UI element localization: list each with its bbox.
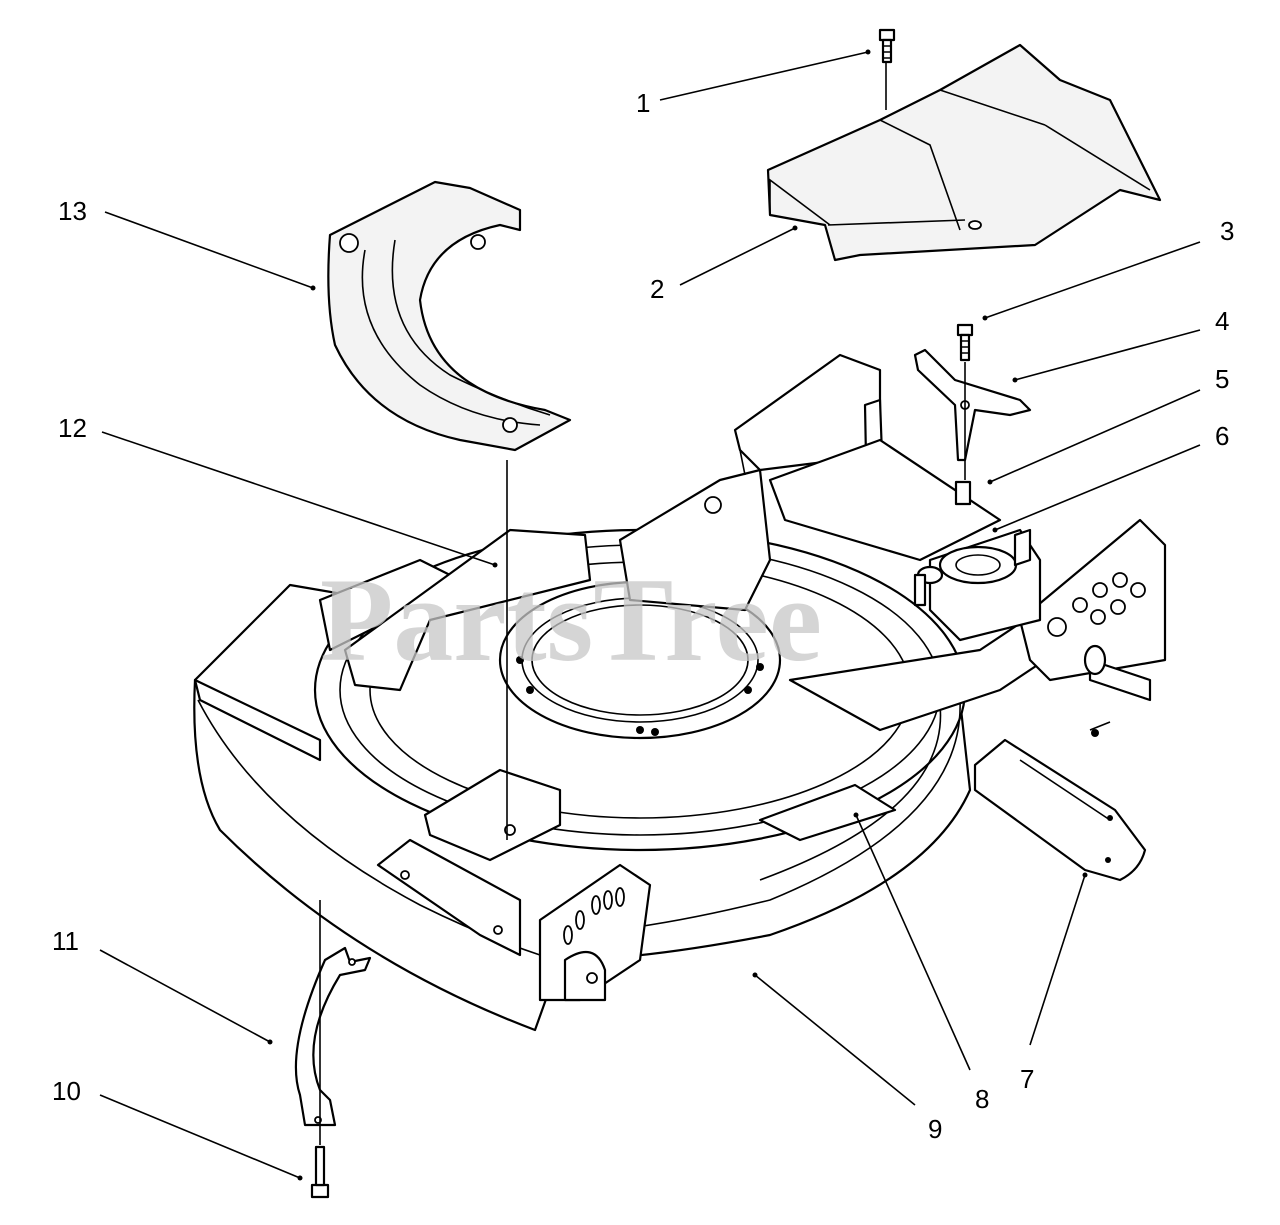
callout-5: 5: [1215, 364, 1229, 394]
callout-2: 2: [650, 274, 664, 304]
callout-9: 9: [928, 1114, 942, 1144]
callout-3: 3: [1220, 216, 1234, 246]
bolt-1: [878, 28, 896, 64]
bolt-3: [956, 323, 974, 362]
callouts: 1 2 3 4 5 6 7 8 9 10 11 12 13: [52, 49, 1234, 1181]
discharge-shield: [327, 180, 572, 452]
rear-flap: [973, 721, 1147, 882]
belt-cover: [766, 43, 1162, 262]
bracket-4: [913, 348, 1032, 462]
bolt-10: [310, 1145, 330, 1199]
pulley-assembly: [913, 528, 1042, 642]
decal: [758, 783, 897, 842]
assembly-guides: [319, 62, 966, 1145]
callout-8: 8: [975, 1084, 989, 1114]
callout-10: 10: [52, 1076, 81, 1106]
callout-11: 11: [52, 926, 79, 956]
callout-7: 7: [1020, 1064, 1034, 1094]
deck-housing: [193, 353, 1167, 1032]
callout-1: 1: [636, 88, 650, 118]
spacer-5: [954, 480, 972, 506]
callout-6: 6: [1215, 421, 1229, 451]
callout-4: 4: [1215, 306, 1229, 336]
callout-13: 13: [58, 196, 87, 226]
watermark: PartsTree: [320, 553, 822, 686]
deflector-strap: [294, 946, 372, 1127]
callout-12: 12: [58, 413, 87, 443]
side-baffle: [343, 528, 592, 692]
